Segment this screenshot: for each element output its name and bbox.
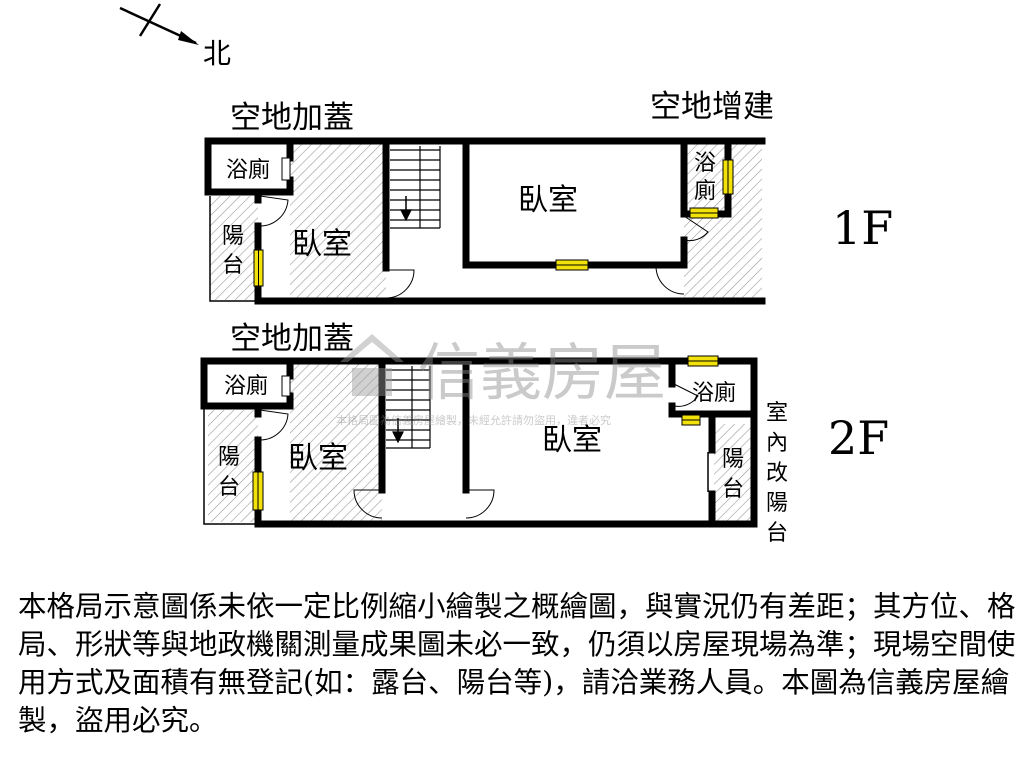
floor-1-annex-left-label: 空地加蓋: [230, 100, 354, 136]
watermark-fine-print: 本格局圖為信義房屋繪製，未經允許請勿盜用，違者必究: [336, 413, 611, 427]
floor-2-stairs: [386, 366, 431, 449]
floor-1-walls: [204, 137, 766, 305]
door-icon: [385, 269, 415, 299]
floor-1-bedroom-left-label: 臥室: [292, 227, 352, 262]
side-note-char: 內: [766, 431, 788, 456]
floor-1-label: 1F: [832, 201, 893, 255]
floor-2-annex-left-label: 空地加蓋: [230, 321, 354, 357]
compass-north-label: 北: [203, 37, 231, 70]
floor-1-bath-right-label-top: 浴: [694, 151, 716, 176]
floor-2-windows: [252, 355, 719, 511]
door-icon: [353, 489, 383, 519]
floor-2-bedroom-center-label: 臥室: [542, 423, 602, 458]
floor-1-balcony-hatch: [210, 196, 258, 300]
compass-arrow-icon: [178, 31, 199, 45]
floor-1-stairs-arrow-icon: [400, 209, 412, 222]
floor-2-balcony-hatch: [208, 410, 258, 522]
floor-plan-diagram: 北 空地加蓋 空地增建: [119, 3, 893, 546]
floor-2-bath-right-label: 浴廁: [692, 381, 736, 406]
door-icon: [259, 195, 289, 227]
floor-2-walls: [200, 357, 758, 528]
watermark: 信義房屋 本格局圖為信義房屋繪製，未經允許請勿盜用，違者必究: [336, 334, 666, 427]
floor-2-bedroom-left-hatch: [290, 362, 382, 522]
watermark-brand-text: 信義房屋: [418, 336, 666, 409]
floor-2-balcony-right-hatch: [714, 424, 754, 522]
floor-1-doors: [259, 195, 709, 299]
floor-1-annex-right-label: 空地增建: [650, 89, 774, 125]
floor-2-bedroom-left-label: 臥室: [288, 441, 348, 476]
floor-2-side-note: 室 內 改 陽 台: [766, 401, 788, 546]
floor-1-bedroom-left-hatch: [290, 142, 386, 300]
floor-2-stairs-arrow-icon: [392, 431, 404, 444]
floor-2-doors: [259, 383, 709, 519]
side-note-char: 室: [766, 401, 788, 426]
floor-2-balcony-right-label-bottom: 台: [722, 477, 744, 502]
floor-1-bath-fixtures: [281, 157, 291, 181]
floor-2-balcony-outline: [203, 406, 258, 525]
disclaimer-text: 本格局示意圖係未依一定比例縮小繪製之概繪圖，與實況仍有差距；其方位、格局、形狀等…: [18, 590, 1016, 737]
floor-1-windows: [253, 159, 734, 287]
compass-crossbar: [138, 3, 162, 37]
floor-1-plan: 空地加蓋 空地增建: [204, 89, 893, 305]
floor-2-label: 2F: [828, 411, 889, 465]
floor-2-balcony-right-label-top: 陽: [722, 447, 744, 472]
floor-2-balcony-label-bottom: 台: [218, 475, 240, 500]
floor-1-balcony-label-top: 陽: [222, 224, 244, 249]
door-icon: [683, 215, 709, 242]
floor-1-stairs: [390, 146, 441, 229]
floor-2-plan: 空地加蓋: [200, 321, 889, 546]
floor-2-bath-left-label: 浴廁: [224, 374, 268, 399]
floor-1-bath-left-label: 浴廁: [226, 158, 270, 183]
compass: 北: [119, 3, 231, 70]
door-icon: [465, 489, 495, 519]
floor-2-bath-fixtures: [281, 375, 291, 397]
door-icon: [259, 409, 289, 441]
door-icon: [673, 383, 699, 407]
floor-1-balcony-outline: [209, 196, 258, 302]
side-note-char: 台: [766, 521, 788, 546]
watermark-logo-icon: [340, 334, 404, 396]
side-note-char: 陽: [766, 491, 788, 516]
floor-1-bedroom-center-label: 臥室: [518, 183, 578, 218]
side-note-char: 改: [766, 461, 788, 486]
floor-1-bath-right-label-bottom: 廁: [694, 179, 716, 204]
floor-2-balcony-label-top: 陽: [218, 445, 240, 470]
door-icon: [655, 265, 685, 295]
floor-1-balcony-label-bottom: 台: [222, 253, 244, 278]
